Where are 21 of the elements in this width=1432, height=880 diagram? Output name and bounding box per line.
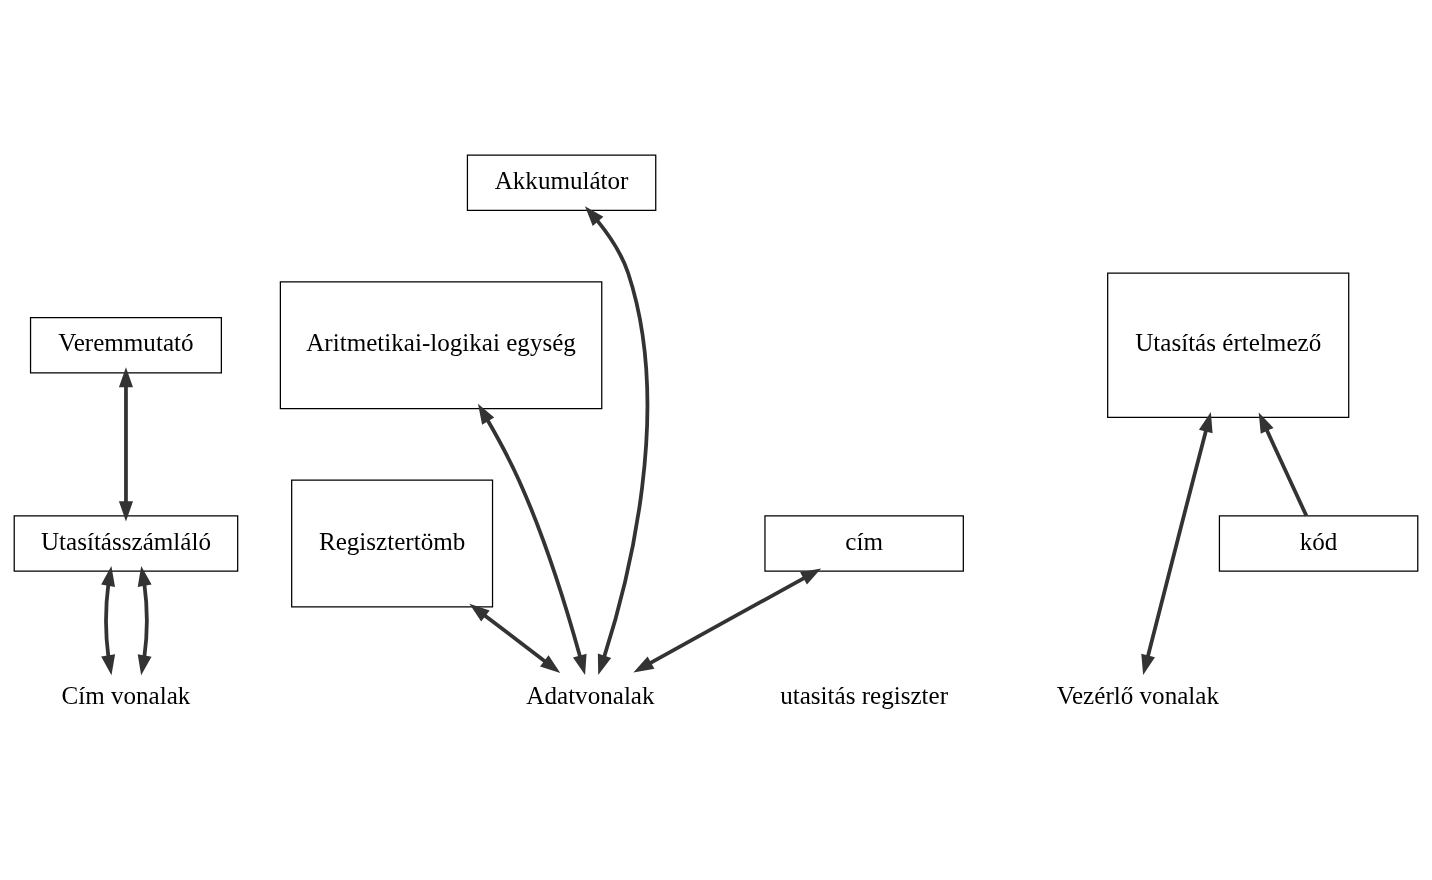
node-box: Aritmetikai-logikai egység <box>279 281 603 410</box>
node-box: Utasításszámláló <box>13 515 239 572</box>
node-box: cím <box>764 515 964 572</box>
node-box: Utasítás értelmező <box>1107 272 1350 419</box>
arrow <box>633 568 822 673</box>
node-box: Regisztertömb <box>291 479 494 608</box>
label: utasitás regiszter <box>780 681 949 709</box>
arrow <box>101 565 116 676</box>
arrow <box>469 603 561 674</box>
arrow <box>118 367 133 522</box>
arrow <box>1141 412 1213 675</box>
node-text: Adatvonalak <box>526 681 655 709</box>
node-box: Veremmutató <box>29 316 222 374</box>
node-text: Vezérlő vonalak <box>1056 681 1219 709</box>
node-box: Akkumulátor <box>466 154 657 211</box>
node-text: Cím vonalak <box>61 681 191 709</box>
node-box: kód <box>1218 515 1419 572</box>
arrow <box>584 206 650 675</box>
arrow <box>137 565 152 676</box>
arrow <box>477 403 587 675</box>
arrow <box>1258 412 1309 517</box>
